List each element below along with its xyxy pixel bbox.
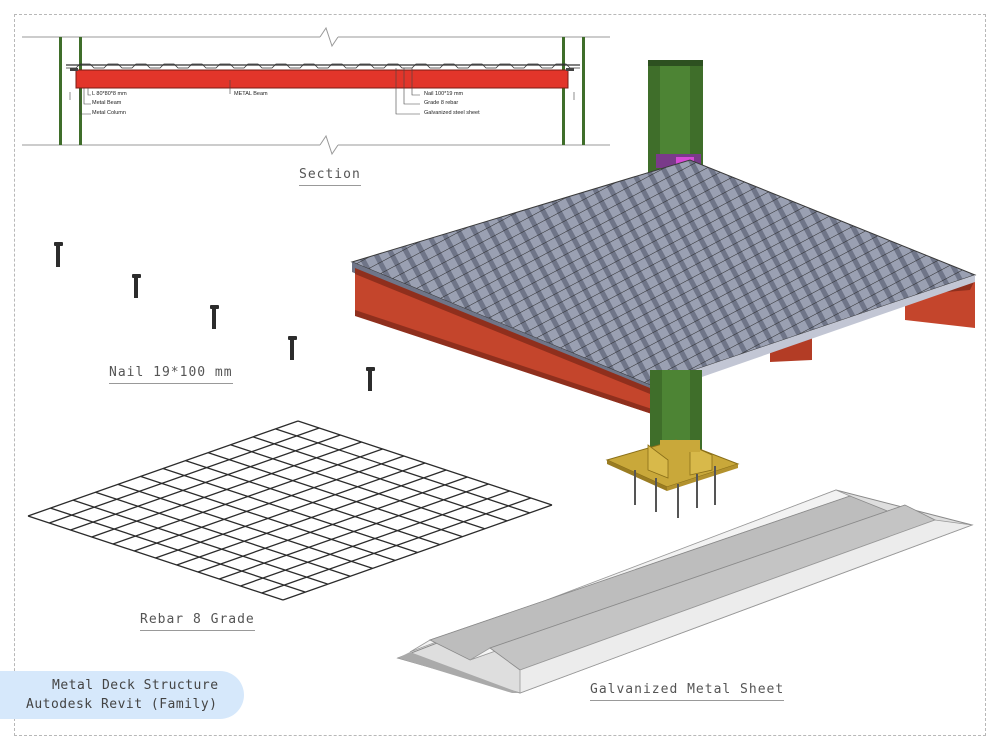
callout-metal-column: Metal Column [92, 110, 126, 116]
badge-line-2: Autodesk Revit (Family) [26, 697, 218, 712]
callout-sheet: Galvanized steel sheet [424, 110, 480, 116]
nail-icon [54, 242, 63, 267]
nails-group [54, 242, 375, 391]
section-drawing [22, 26, 610, 156]
rebar-bar [261, 497, 532, 594]
nail-icon [288, 336, 297, 360]
callout-angle: L 80*80*8 mm [92, 91, 127, 97]
rebar-bar [240, 490, 510, 587]
nail-icon [366, 367, 375, 391]
nail-icon [210, 305, 219, 329]
title-badge: Metal Deck Structure Autodesk Revit (Fam… [0, 671, 244, 719]
callout-rebar: Grade 8 rebar [424, 100, 459, 106]
section-title: Section [299, 167, 361, 186]
structure-3d [350, 60, 977, 518]
rebar-mesh [27, 420, 553, 601]
rebar-bar [297, 420, 553, 506]
nail-label: Nail 19*100 mm [109, 365, 233, 384]
callout-beam-mid: METAL Beam [234, 91, 268, 97]
rebar-bar [275, 428, 530, 514]
rebar-label: Rebar 8 Grade [140, 612, 255, 631]
dashed-frame [14, 14, 986, 736]
callout-metal-beam: Metal Beam [92, 100, 122, 106]
sheet-label: Galvanized Metal Sheet [590, 682, 785, 701]
rebar-bar [282, 504, 553, 601]
galvanized-sheet [396, 489, 974, 694]
callout-nail: Nail 100*19 mm [424, 91, 464, 97]
badge-line-1: Metal Deck Structure [52, 678, 219, 693]
nail-icon [132, 274, 141, 298]
